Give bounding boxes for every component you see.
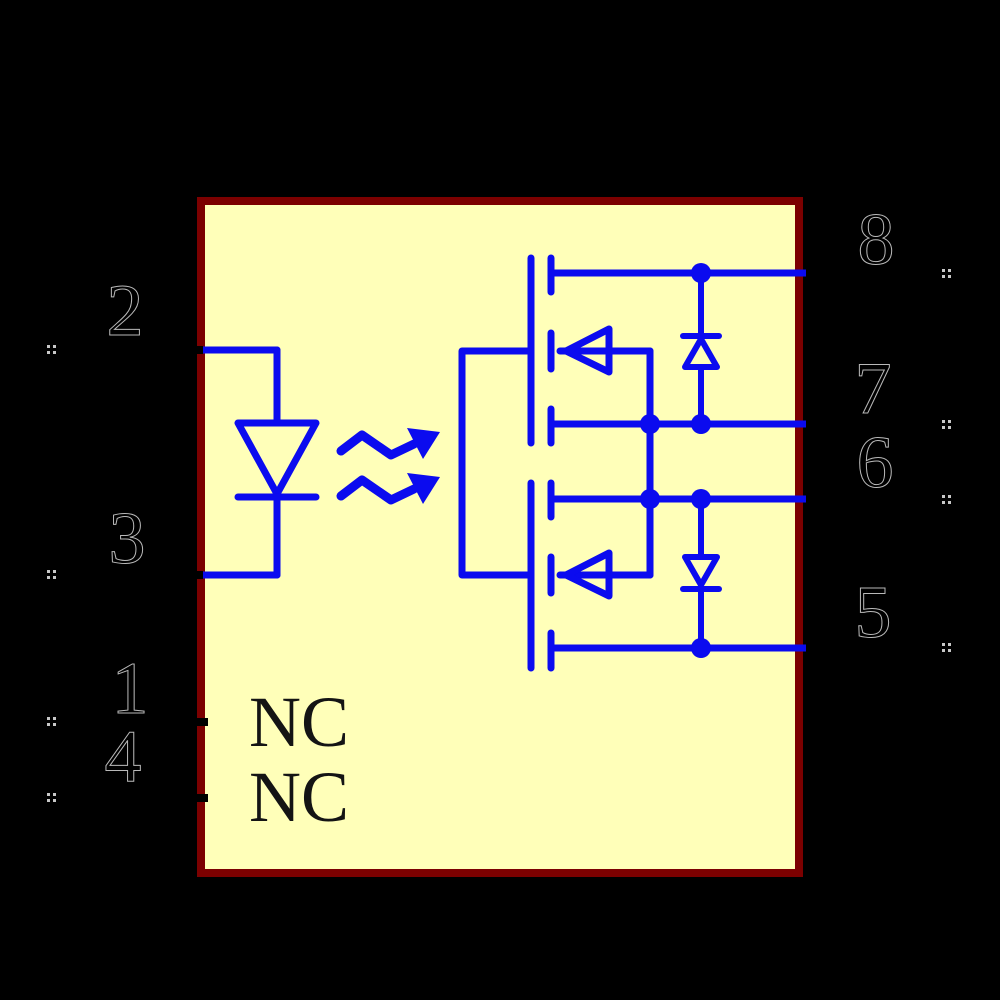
pin-number-7: 7	[855, 348, 892, 430]
pin-number-5: 5	[855, 572, 892, 654]
led-input-circuit	[198, 346, 320, 579]
gate-bracket-wire	[458, 347, 532, 579]
pin7-end-marker	[942, 420, 951, 429]
mosfet-bottom-body-arrow	[562, 549, 613, 600]
mosfet-bottom	[527, 479, 810, 672]
pin6-end-marker	[942, 495, 951, 504]
pin8-end-marker	[942, 269, 951, 278]
junction-dot	[691, 638, 711, 658]
pin1-end-marker	[47, 717, 56, 726]
junction-dot	[691, 489, 711, 509]
pin-stubs	[186, 269, 816, 802]
junction-dot	[640, 489, 660, 509]
light-arrow-bottom-shaft	[336, 475, 419, 505]
mosfet-top-body-arrow	[562, 325, 613, 376]
junction-dot	[640, 414, 660, 434]
led-triangle	[234, 419, 320, 498]
pin-number-8: 8	[858, 199, 895, 281]
nc-labels: NC NC	[249, 682, 349, 837]
nc-label-pin4: NC	[249, 757, 349, 837]
pin4-end-marker	[47, 793, 56, 802]
pin-number-2: 2	[107, 270, 144, 352]
junction-dot	[691, 263, 711, 283]
junction-dot	[691, 414, 711, 434]
pin-number-1: 1	[112, 648, 149, 730]
pin-number-4: 4	[105, 716, 142, 798]
pin2-end-marker	[47, 345, 56, 354]
light-arrows-icon	[336, 428, 440, 505]
light-arrow-top-head	[407, 428, 440, 459]
mosfet-top	[527, 254, 810, 447]
light-arrow-bottom-head	[407, 473, 440, 504]
pin-number-3: 3	[109, 498, 146, 580]
light-arrow-top-shaft	[336, 430, 419, 460]
pin5-end-marker	[942, 643, 951, 652]
pin3-end-marker	[47, 570, 56, 579]
nc-label-pin1: NC	[249, 682, 349, 762]
diode-bottom-triangle	[682, 554, 720, 588]
pin-numbers: 2 3 1 4 8 7 6 5	[104, 199, 895, 799]
junction-dots	[640, 263, 711, 658]
pin-number-6: 6	[857, 422, 894, 504]
